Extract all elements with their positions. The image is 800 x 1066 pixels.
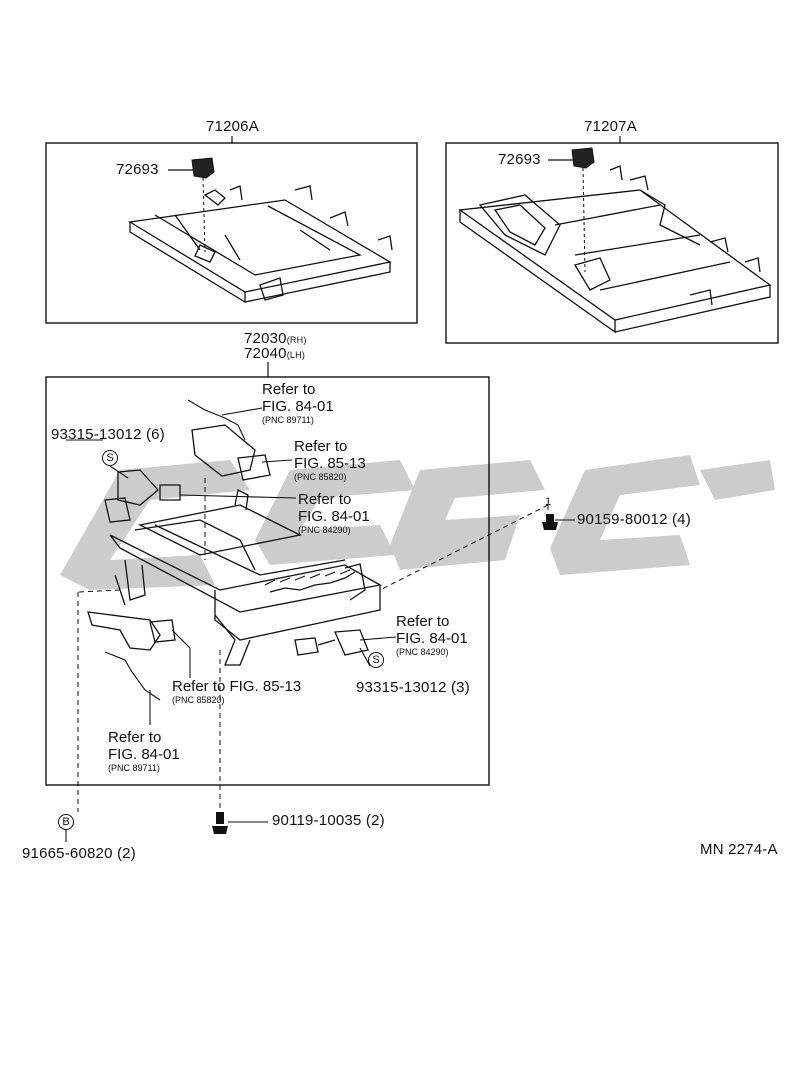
part-90119-label: 90119-10035 (2) — [272, 812, 385, 829]
ref-text: Refer to — [298, 491, 352, 508]
ref-fig: FIG. 85-13 — [294, 455, 366, 472]
part-90159-label: 90159-80012 (4) — [577, 511, 691, 528]
assembly-72030-label: 72030(RH) — [244, 331, 307, 347]
clip-72693-left — [191, 157, 215, 179]
ref-fig-84-01-right: Refer to FIG. 84-01 (PNC 84290) — [396, 613, 468, 657]
diagram-code: MN 2274-A — [700, 841, 778, 858]
ref-pnc: (PNC 85820) — [172, 695, 225, 705]
part-91665-label: 91665-60820 (2) — [22, 845, 136, 862]
ref-fig: FIG. 84-01 — [298, 508, 370, 525]
assembly-72040-label: 72040(LH) — [244, 346, 305, 362]
bolt-90119-icon — [212, 812, 228, 834]
ref-text: Refer to FIG. 85-13 — [172, 678, 302, 695]
ref-fig-85-13-bottom: Refer to FIG. 85-13 (PNC 85820) — [172, 678, 301, 705]
ref-text: Refer to — [262, 381, 316, 398]
ref-pnc: (PNC 89711) — [108, 763, 160, 773]
clip-72693-right — [571, 147, 595, 169]
ref-pnc: (PNC 84290) — [396, 647, 449, 657]
part-93315-upper-label: 93315-13012 (6) — [51, 426, 165, 443]
symbol-s-lower: S — [368, 652, 384, 668]
ref-fig-84-01-bottom: Refer to FIG. 84-01 (PNC 89711) — [108, 729, 180, 773]
assembly-72040-number: 72040 — [244, 345, 287, 362]
ref-fig: FIG. 84-01 — [108, 746, 180, 763]
ref-pnc: (PNC 89711) — [262, 415, 314, 425]
ref-pnc: (PNC 84290) — [298, 525, 351, 535]
part-72693-right-label: 72693 — [498, 151, 541, 168]
symbol-b: B — [58, 814, 74, 830]
ref-fig-84-01-top: Refer to FIG. 84-01 (PNC 89711) — [262, 381, 334, 425]
symbol-s-upper: S — [102, 450, 118, 466]
ref-fig-84-01-middle: Refer to FIG. 84-01 (PNC 84290) — [298, 491, 370, 535]
leader-lines — [65, 407, 575, 842]
ref-pnc: (PNC 85820) — [294, 472, 347, 482]
bolt-90159-icon — [542, 514, 558, 530]
frame-71207a-drawing — [458, 165, 772, 334]
box-71206a — [45, 142, 418, 324]
box-71207a — [445, 142, 779, 344]
ref-fig: FIG. 84-01 — [262, 398, 334, 415]
ref-text: Refer to — [294, 438, 348, 455]
dashed-lines — [77, 478, 549, 812]
ref-text: Refer to — [396, 613, 450, 630]
assembly-71206a-label: 71206A — [206, 118, 259, 135]
ref-text: Refer to — [108, 729, 162, 746]
marker-one: 1 — [545, 496, 552, 508]
part-93315-lower-label: 93315-13012 (3) — [356, 679, 470, 696]
assembly-71207a-label: 71207A — [584, 118, 637, 135]
part-72693-left-label: 72693 — [116, 161, 159, 178]
watermark — [60, 455, 775, 590]
assembly-72040-suffix: (LH) — [286, 350, 306, 360]
ref-fig: FIG. 84-01 — [396, 630, 468, 647]
frame-71206a-drawing — [128, 185, 393, 304]
seat-track-drawing — [87, 399, 382, 701]
assembly-72030-suffix: (RH) — [286, 335, 307, 345]
ref-fig-85-13-top: Refer to FIG. 85-13 (PNC 85820) — [294, 438, 366, 482]
assembly-72030-number: 72030 — [244, 330, 287, 347]
